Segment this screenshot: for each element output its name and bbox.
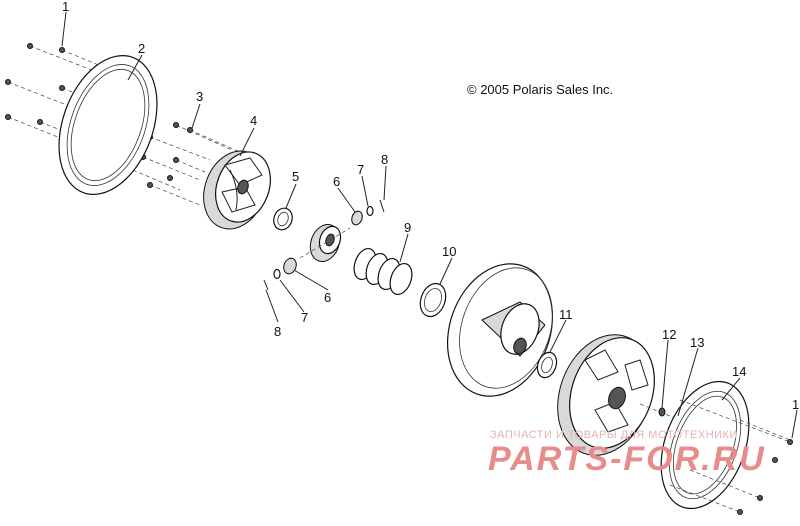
- callout-1: 1: [62, 0, 69, 14]
- lower-washer-7: [273, 268, 281, 280]
- callout-11: 11: [559, 307, 573, 322]
- upper-pin-8: [379, 199, 385, 213]
- callout-13: 13: [690, 335, 704, 350]
- lower-roller-6: [283, 257, 297, 275]
- callout-1-right: 1: [792, 397, 799, 412]
- ring-10: [419, 282, 447, 318]
- callout-8-upper: 8: [381, 152, 388, 167]
- callout-14: 14: [732, 364, 746, 379]
- watermark-tagline: ЗАПЧАСТИ И ТОВАРЫ ДЛЯ МОТОТЕХНИКИ: [490, 429, 738, 441]
- fixed-sheave: [557, 334, 655, 456]
- callout-10: 10: [442, 244, 456, 259]
- upper-washer-7: [366, 205, 374, 217]
- movable-sheave: [446, 263, 554, 397]
- callout-6-upper: 6: [333, 174, 340, 189]
- callout-9: 9: [404, 220, 411, 235]
- callout-labels: 1 2 3 4 5 6 7 8 9 10 6 7 8 11 12 13 14 1: [62, 0, 799, 412]
- callout-7-lower: 7: [301, 310, 308, 325]
- center-hub: [299, 224, 351, 262]
- upper-roller-6: [351, 210, 363, 226]
- outer-cover-plate: [58, 55, 158, 195]
- leader-lines: [61, 11, 798, 439]
- right-bolt-set: [669, 399, 793, 515]
- lower-pin-8: [263, 279, 269, 291]
- ring-11: [536, 351, 558, 379]
- spring-9: [353, 247, 413, 296]
- callout-7-upper: 7: [357, 162, 364, 177]
- housing-screws: [167, 122, 241, 181]
- watermark: ЗАПЧАСТИ И ТОВАРЫ ДЛЯ МОТОТЕХНИКИ PARTS-…: [488, 429, 766, 478]
- callout-5: 5: [292, 169, 299, 184]
- spider-housing: [203, 150, 271, 230]
- callout-12: 12: [662, 327, 676, 342]
- callout-6-lower: 6: [324, 290, 331, 305]
- watermark-logo-text: PARTS-FOR.RU: [488, 440, 766, 478]
- inner-cover-plate: [660, 380, 750, 510]
- callout-3: 3: [196, 89, 203, 104]
- callout-4: 4: [250, 113, 257, 128]
- ring-5: [273, 207, 293, 231]
- copyright-text: © 2005 Polaris Sales Inc.: [467, 82, 613, 97]
- callout-2: 2: [138, 41, 145, 56]
- callout-8-lower: 8: [274, 324, 281, 339]
